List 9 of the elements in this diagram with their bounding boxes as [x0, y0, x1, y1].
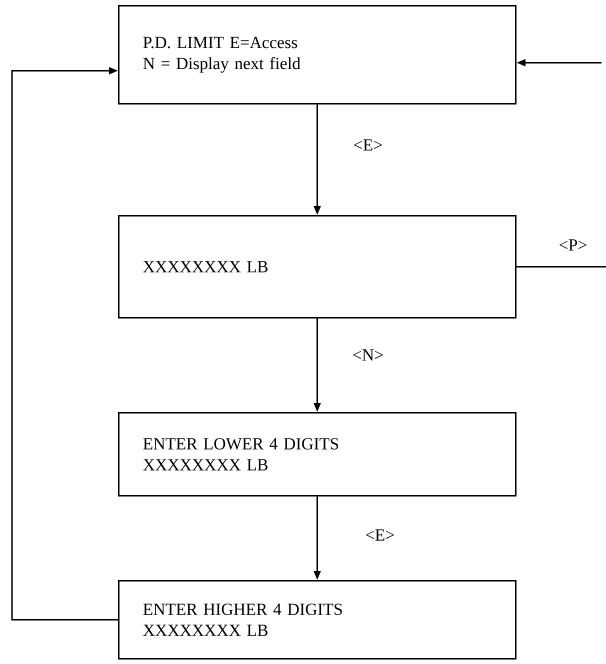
edge-label: <E> [364, 528, 396, 542]
edge-label: <P> [558, 238, 588, 252]
screen-box: XXXXXXXX LB [118, 215, 516, 318]
arrow [11, 67, 118, 620]
edge-label: <N> [351, 348, 385, 362]
screen-box: ENTER HIGHER 4 DIGITS XXXXXXXX LB [118, 580, 516, 660]
edge-label: <E> [352, 138, 384, 152]
screen-box: P.D. LIMIT E=Access N = Display next field [118, 5, 516, 104]
screen-box: ENTER LOWER 4 DIGITS XXXXXXXX LB [118, 412, 516, 496]
